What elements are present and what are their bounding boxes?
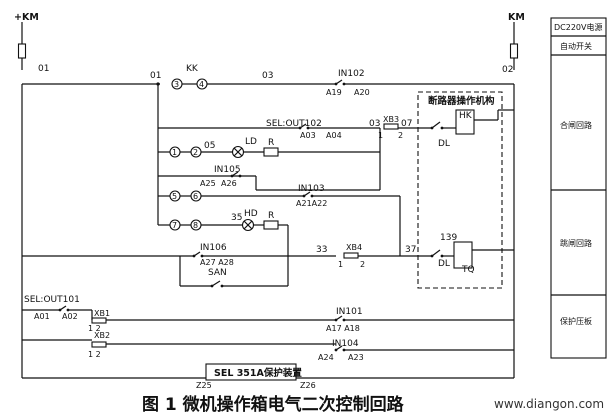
node-139: 139 [440,233,457,243]
a24-label: A24 [318,353,334,362]
sel-device-label: SEL 351A保护装置 [214,367,302,379]
xb2-label: XB2 [94,331,110,340]
xb2-pins: 1 2 [88,350,101,359]
sidebar-item-auto-switch: 自动开关 [560,41,592,51]
a23-label: A23 [348,353,364,362]
sel-out102-label: SEL:OUT102 [266,119,322,129]
circle-4: 4 [199,80,204,89]
node-33: 33 [316,245,327,255]
sidebar-legend [550,17,607,359]
node-37: 37 [405,245,416,255]
a02-label: A02 [62,312,78,321]
in103-label: IN103 [298,184,325,194]
circle-8: 8 [193,221,198,230]
figure-caption: 图 1 微机操作箱电气二次控制回路 [142,394,405,415]
a21a22-label: A21A22 [296,199,327,208]
circle-3: 3 [174,80,179,89]
xb3-label: XB3 [383,115,399,124]
a20-label: A20 [354,88,370,97]
a04-label: A04 [326,131,342,140]
xb3-pin2: 2 [398,131,403,140]
r-close-label: R [268,138,274,148]
a17a18-label: A17 A18 [326,324,360,333]
in101-label: IN101 [336,307,363,317]
ld-label: LD [245,137,257,147]
sidebar-item-close-circuit: 合闸回路 [560,120,592,130]
left-rail-label: +KM [14,12,39,23]
dl-close-label: DL [438,139,450,149]
san-label: SAN [208,268,227,278]
in104-label: IN104 [332,339,359,349]
node-02: 02 [502,65,513,75]
node-03-close: 03 [369,119,380,129]
right-rail [509,22,519,330]
hd-label: HD [244,209,258,219]
node-01-mid: 01 [150,71,161,81]
breaker-box-title: 断路器操作机构 [428,95,495,107]
node-03-top: 03 [262,71,273,81]
sel-out101-label: SEL:OUT101 [24,295,80,305]
sel-351a-device [205,363,297,381]
circle-7: 7 [172,221,177,230]
a19-label: A19 [326,88,342,97]
circle-1: 1 [172,148,177,157]
a26-label: A26 [221,179,237,188]
xb4-pin1: 1 [338,260,343,269]
sidebar-item-trip-circuit: 跳闸回路 [560,238,592,248]
r-trip-resistor [263,220,279,230]
r-close-resistor [263,147,279,157]
hk-coil [455,109,475,135]
right-rail-label: KM [508,12,525,23]
node-07: 07 [401,119,412,129]
hk-label: HK [459,111,473,121]
in106-label: IN106 [200,243,227,253]
sidebar-item-protection-plate: 保护压板 [560,316,592,326]
a01-label: A01 [34,312,50,321]
a25-label: A25 [200,179,216,188]
xb1-label: XB1 [94,309,110,318]
dl-trip-label: DL [438,259,450,269]
breaker-mechanism-box [417,91,503,289]
watermark: www.diangon.com [494,397,604,411]
xb4-label: XB4 [346,243,362,252]
z26-label: Z26 [300,381,316,390]
in105-label: IN105 [214,165,241,175]
sidebar-item-power: DC220V电源 [554,22,603,32]
circle-5: 5 [172,192,177,201]
node-01-left: 01 [38,64,49,74]
circle-2: 2 [193,148,198,157]
a27a28-label: A27 A28 [200,258,234,267]
node-05: 05 [204,141,215,151]
tq-label: TQ [461,265,475,275]
kk-label: KK [186,64,199,74]
z25-label: Z25 [196,381,212,390]
in102-label: IN102 [338,69,365,79]
a03-label: A03 [300,131,316,140]
xb4-pin2: 2 [360,260,365,269]
r-trip-label: R [268,211,274,221]
left-rail [17,22,27,340]
tq-coil [453,241,473,269]
circle-6: 6 [193,192,198,201]
xb1-pins: 1 2 [88,324,101,333]
node-35: 35 [231,213,242,223]
